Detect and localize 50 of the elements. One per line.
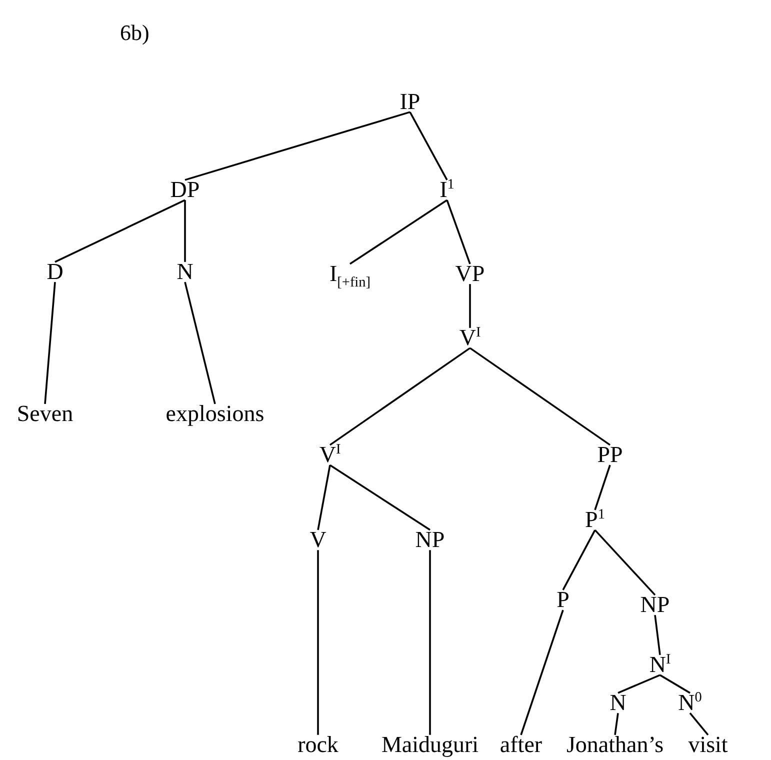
tree-branch [520,610,564,736]
tree-node-label: rock [298,732,338,758]
tree-branch [654,614,661,656]
tree-node-label: Maiduguri [381,732,479,758]
tree-branch [184,111,410,181]
tree-node-label: VP [455,262,485,286]
tree-branch [446,200,471,264]
tree-branch [660,674,690,694]
tree-branch [618,674,660,694]
tree-branch [54,199,186,263]
tree-branch [44,282,56,404]
tree-branch [409,112,448,180]
tree-node-label: V$^{I}$ [319,442,341,468]
tree-branch [329,347,471,446]
tree-node-label: DP [170,178,200,202]
tree-node-label: after [500,732,542,758]
tree-branch [350,199,448,265]
tree-branch [594,464,611,510]
tree-node-label: N$^{0}$ [678,690,702,716]
tree-node-label: V$^{I}$ [459,326,481,350]
tree-node-label: D [46,260,64,284]
tree-node-label: Seven [16,402,74,426]
tree-node-label: explosions [166,402,264,426]
tree-branch [469,284,471,328]
tree-branch [184,282,216,404]
tree-node-label: visit [688,732,728,758]
tree-node-label: Jonathan’s [566,732,664,758]
tree-node-label: IP [400,90,420,114]
tree-branch [594,529,656,596]
tree-branch [689,712,709,736]
tree-branch [330,464,430,531]
tree-branch [562,530,596,590]
tree-node-label: N [176,260,194,284]
tree-branch [317,550,319,735]
tree-branch [614,712,619,736]
tree-node-label: N$^{I}$ [649,652,671,678]
tree-node-label: NP [640,592,670,618]
example-number: 6b) [120,22,150,44]
tree-node-label: I$_{[+fin]}$ [329,262,371,286]
tree-branch [317,464,331,530]
tree-node-label: I$^{1}$ [440,178,454,202]
tree-branch [429,550,431,735]
tree-branch [469,347,611,446]
tree-node-label: P$^{1}$ [585,508,605,532]
tree-node-label: PP [597,442,623,468]
tree-node-label: P [556,588,570,612]
tree-node-label: NP [415,528,445,552]
tree-branch [184,200,186,262]
tree-node-label: N [610,690,626,716]
tree-node-label: V [310,528,326,552]
